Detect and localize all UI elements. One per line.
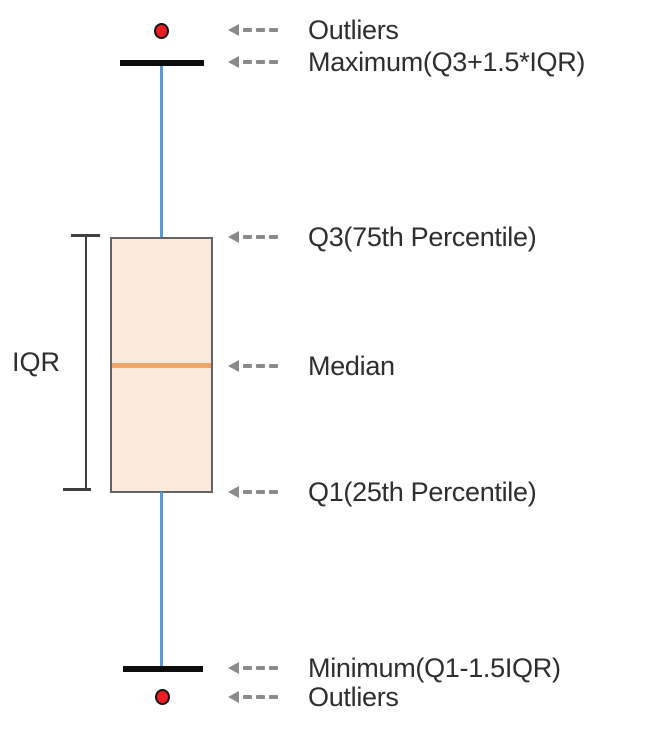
arrow-dash <box>243 235 252 239</box>
lower-whisker-line <box>160 492 163 667</box>
annotation-maximum: Maximum(Q3+1.5*IQR) <box>228 48 585 76</box>
annotation-q3: Q3(75th Percentile) <box>228 221 537 252</box>
arrow-head <box>228 486 239 498</box>
arrow-dash <box>243 28 252 32</box>
arrow-dash <box>256 235 265 239</box>
arrow-head <box>228 56 239 68</box>
arrow-dash <box>256 490 265 494</box>
arrow-dash <box>256 695 265 699</box>
arrow-head <box>228 24 239 36</box>
arrow-head <box>228 360 239 372</box>
annotation-label: Outliers <box>308 14 399 45</box>
annotation-q1: Q1(25th Percentile) <box>228 476 537 507</box>
arrow-dash <box>243 60 252 64</box>
left-dashed-arrow-icon <box>228 486 281 498</box>
arrow-dash <box>269 364 278 368</box>
arrow-dash <box>269 235 278 239</box>
arrow-dash <box>269 695 278 699</box>
iqr-bracket-bottom-tick <box>63 488 91 491</box>
left-dashed-arrow-icon <box>228 24 281 36</box>
annotation-label: Minimum(Q1-1.5IQR) <box>308 652 561 683</box>
median-line <box>112 363 211 368</box>
annotation-label: Q3(75th Percentile) <box>308 221 537 252</box>
maximum-whisker-cap <box>120 60 204 66</box>
arrow-dash <box>243 695 252 699</box>
arrow-dash <box>243 490 252 494</box>
arrow-dash <box>256 666 265 670</box>
left-dashed-arrow-icon <box>228 360 281 372</box>
left-dashed-arrow-icon <box>228 691 281 703</box>
minimum-whisker-cap <box>123 666 203 672</box>
iqr-bracket-line <box>85 235 87 490</box>
arrow-head <box>228 691 239 703</box>
arrow-head <box>228 662 239 674</box>
arrow-dash <box>256 60 265 64</box>
annotation-median: Median <box>228 352 395 380</box>
arrow-dash <box>256 364 265 368</box>
annotation-label: Median <box>308 350 395 381</box>
upper-whisker-line <box>160 66 163 238</box>
outlier-point-bottom <box>155 689 170 705</box>
arrow-dash <box>269 490 278 494</box>
arrow-head <box>228 231 239 243</box>
annotation-outliers-top: Outliers <box>228 16 399 44</box>
annotation-minimum: Minimum(Q1-1.5IQR) <box>228 654 561 682</box>
annotation-label: Maximum(Q3+1.5*IQR) <box>308 46 586 77</box>
left-dashed-arrow-icon <box>228 662 281 674</box>
left-dashed-arrow-icon <box>228 231 281 243</box>
annotation-label: Outliers <box>308 681 399 712</box>
arrow-dash <box>243 364 252 368</box>
arrow-dash <box>269 28 278 32</box>
arrow-dash <box>269 666 278 670</box>
arrow-dash <box>269 60 278 64</box>
annotation-outliers-bottom: Outliers <box>228 683 399 711</box>
annotation-label: Q1(25th Percentile) <box>308 476 537 507</box>
iqr-label: IQR <box>12 347 61 377</box>
outlier-point-top <box>154 23 169 39</box>
arrow-dash <box>256 28 265 32</box>
left-dashed-arrow-icon <box>228 56 281 68</box>
arrow-dash <box>243 666 252 670</box>
